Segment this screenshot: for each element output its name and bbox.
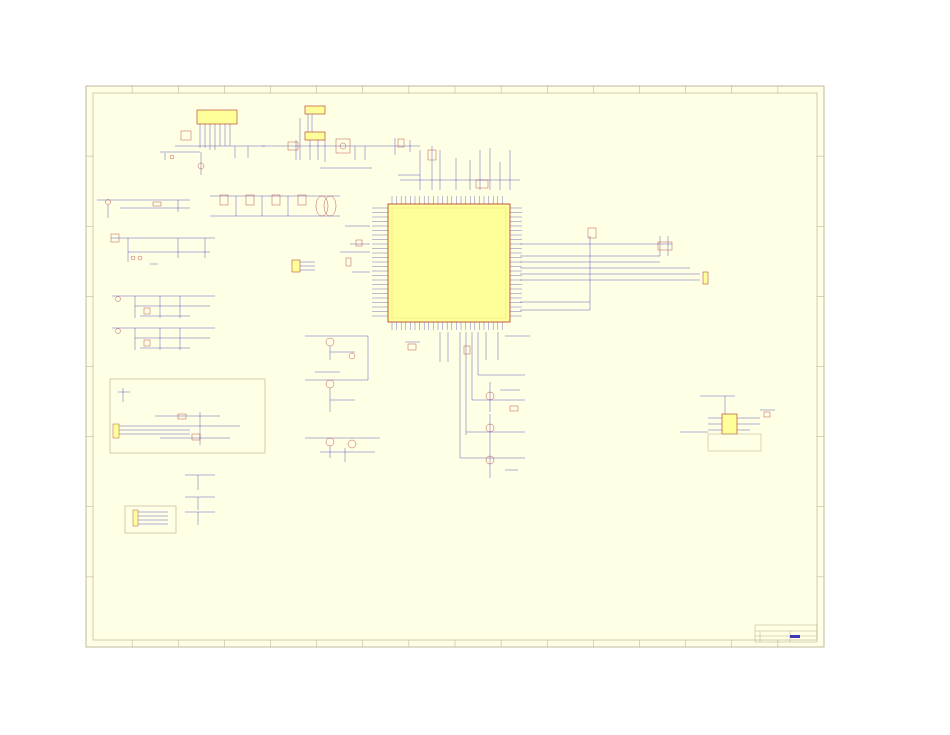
jumper-center	[291, 259, 301, 273]
transistor-stages-right	[460, 374, 525, 478]
title-block	[754, 624, 818, 643]
main-mcu	[387, 203, 511, 323]
bottom-left-nets	[185, 474, 215, 525]
right-connector	[702, 271, 709, 285]
header-connector-top-left	[196, 109, 238, 125]
mcu-right-nets	[520, 227, 700, 311]
power-input-section	[160, 109, 265, 175]
regulator-section	[262, 105, 420, 169]
transistor-stages-center	[305, 335, 380, 462]
sheet-outer-frame	[85, 85, 825, 648]
mcu-bottom-nets	[405, 332, 530, 458]
mcu-top-nets	[398, 146, 520, 190]
mcu-pins	[372, 196, 522, 330]
left-signal-chain	[97, 194, 340, 350]
header-connector-top-mid-a	[304, 105, 326, 115]
header-connector-top-mid-b	[304, 131, 326, 141]
right-ic	[721, 413, 738, 435]
right-ic-nets	[680, 395, 775, 452]
io-connector-box	[124, 505, 177, 534]
zone-markers	[86, 86, 824, 647]
mcu-left-nets	[340, 225, 370, 273]
boxed-subcircuit	[109, 378, 266, 454]
